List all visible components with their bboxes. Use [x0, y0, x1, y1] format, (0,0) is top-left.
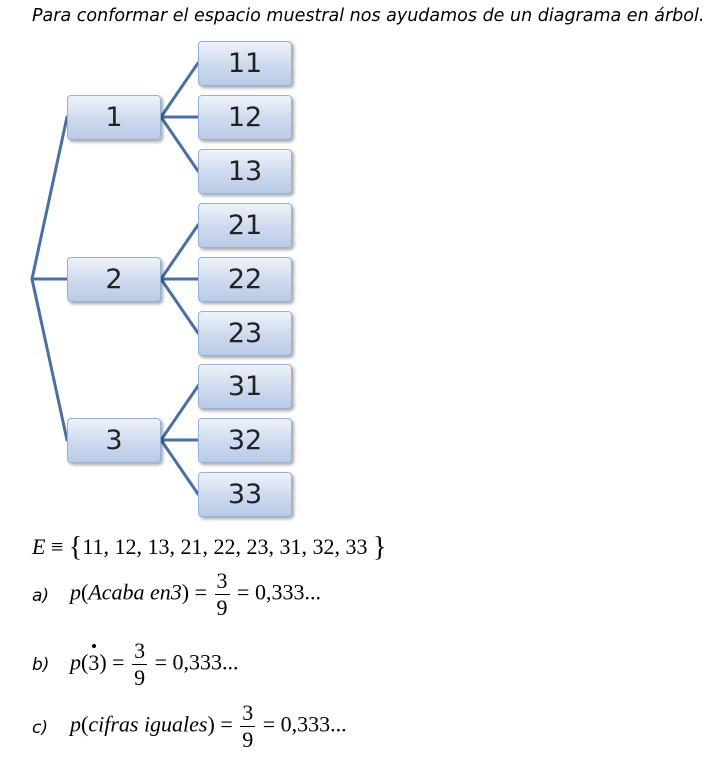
- item-c-label: c): [32, 718, 48, 738]
- item-a-denominator: 9: [216, 595, 228, 620]
- intro-text: Para conformar el espacio muestral nos a…: [32, 6, 705, 26]
- close-brace: }: [373, 532, 387, 563]
- item-a-expr: Acaba en3: [88, 579, 182, 605]
- branch-1-11: [159, 61, 200, 119]
- branch-root-1: [30, 115, 69, 281]
- item-c-numerator: 3: [240, 700, 256, 727]
- item-a-formula: p(Acaba en3) = 3 9 = 0,333...: [70, 568, 321, 620]
- item-b-result: = 0,333...: [154, 649, 239, 675]
- prob-symbol: p: [70, 711, 81, 737]
- item-b-denominator: 9: [134, 665, 146, 690]
- node-21: 21: [198, 203, 292, 248]
- node-12: 12: [198, 95, 292, 140]
- item-b-numerator: 3: [132, 638, 148, 665]
- branch-3-31: [159, 384, 200, 442]
- item-a-result: = 0,333...: [237, 579, 321, 605]
- branch-3-33: [159, 438, 200, 496]
- branch-1-13: [159, 115, 200, 173]
- node-31: 31: [198, 364, 292, 409]
- node-11: 11: [198, 41, 292, 86]
- item-b-formula: p(3) = 3 9 = 0,333...: [70, 638, 239, 690]
- item-b-label: b): [32, 655, 50, 675]
- node-1: 1: [67, 95, 161, 140]
- node-13: 13: [198, 149, 292, 194]
- item-a-numerator: 3: [214, 568, 230, 595]
- item-a-label: a): [32, 586, 50, 606]
- node-33: 33: [198, 472, 292, 517]
- prob-symbol: p: [70, 579, 81, 605]
- node-2: 2: [67, 257, 161, 302]
- prob-symbol: p: [70, 649, 81, 675]
- item-a-fraction: 3 9: [214, 568, 230, 620]
- node-32: 32: [198, 418, 292, 463]
- node-23: 23: [198, 311, 292, 356]
- sample-space-set: 11, 12, 13, 21, 22, 23, 31, 32, 33: [82, 534, 368, 559]
- sample-space: E ≡ {11, 12, 13, 21, 22, 23, 31, 32, 33 …: [32, 532, 386, 564]
- item-b-expr: 3: [88, 643, 100, 675]
- branch-root-3: [30, 277, 69, 442]
- item-c-expr: cifras iguales: [88, 711, 208, 737]
- open-brace: {: [68, 532, 83, 563]
- item-c-denominator: 9: [242, 727, 254, 752]
- tree-diagram: [30, 61, 200, 496]
- sample-space-relation: ≡: [50, 534, 64, 559]
- branch-2-23: [159, 277, 200, 335]
- branch-2-21: [159, 223, 200, 281]
- item-c-fraction: 3 9: [240, 700, 256, 752]
- item-c-formula: p(cifras iguales) = 3 9 = 0,333...: [70, 700, 347, 752]
- sample-space-symbol: E: [32, 534, 46, 559]
- item-c-result: = 0,333...: [262, 711, 347, 737]
- node-3: 3: [67, 418, 161, 463]
- node-22: 22: [198, 257, 292, 302]
- item-b-fraction: 3 9: [132, 638, 148, 690]
